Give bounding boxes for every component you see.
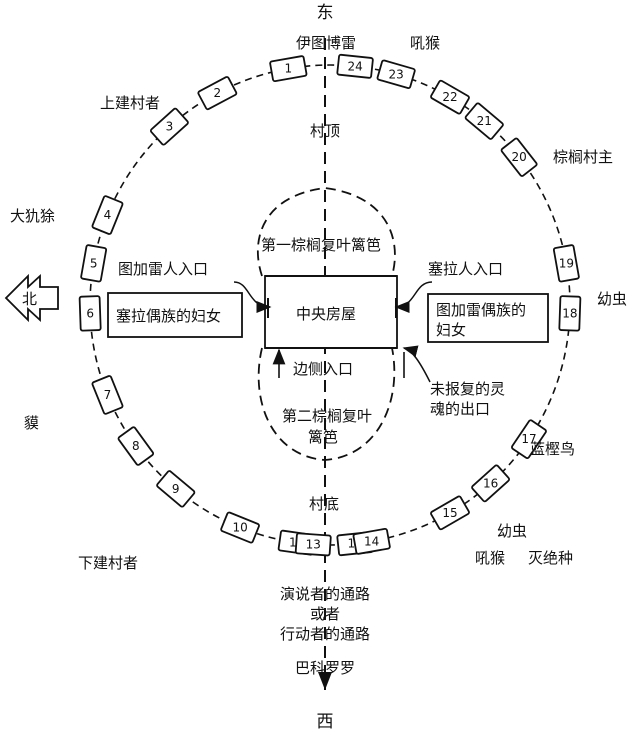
label-larva-bottom: 幼虫: [497, 522, 527, 540]
label-extinct: 灭绝种: [528, 549, 573, 567]
label-second-fence-line2: 篱笆: [308, 428, 338, 446]
label-saila-entry: 塞拉人入口: [428, 260, 503, 278]
hut-number: 21: [477, 114, 492, 128]
label-howler-bottom: 吼猴: [475, 549, 505, 567]
label-village-bottom: 村底: [309, 495, 339, 513]
hut-number: 17: [521, 432, 536, 446]
hut-15: 15: [430, 495, 470, 531]
hut-number: 8: [132, 439, 140, 453]
label-unavenged-line2: 魂的出口: [430, 400, 490, 418]
hut-number: 22: [442, 90, 457, 104]
label-village-top: 村顶: [310, 122, 340, 140]
saila-entry-arrow: [394, 281, 433, 313]
label-women-saila: 塞拉偶族的妇女: [116, 307, 221, 325]
hut-14: 14: [352, 527, 391, 555]
hut-number: 14: [364, 534, 379, 548]
hut-number: 16: [483, 476, 498, 490]
label-women-tuga-line2: 妇女: [436, 321, 466, 339]
hut-number: 13: [306, 537, 321, 551]
label-howler-top: 吼猴: [410, 34, 440, 52]
hut-4: 4: [91, 195, 124, 235]
label-women-tuga-line1: 图加雷偶族的: [436, 301, 526, 319]
label-larva-right: 幼虫: [597, 290, 627, 308]
label-central-house: 中央房屋: [296, 305, 356, 323]
hut-9: 9: [156, 470, 196, 508]
north-label: 北: [22, 290, 37, 308]
hut-number: 5: [90, 256, 98, 270]
east-label: 东: [317, 3, 334, 23]
hut-3: 3: [150, 107, 189, 146]
hut-16: 16: [471, 464, 510, 503]
axis-arrow-icon: [318, 672, 332, 690]
hut-number: 10: [232, 521, 247, 535]
hut-8: 8: [117, 426, 155, 466]
label-lower-village: 下建村者: [78, 554, 138, 572]
hut-7: 7: [91, 375, 124, 415]
label-first-fence: 第一棕榈复叶篱笆: [261, 236, 381, 254]
hut-19: 19: [552, 244, 580, 283]
label-bakororo: 巴科罗罗: [295, 659, 355, 677]
label-tapir: 貘: [24, 414, 39, 432]
north-arrow-icon: [4, 273, 59, 323]
hut-1: 1: [269, 55, 308, 83]
hut-number: 2: [214, 86, 222, 100]
hut-number: 6: [86, 306, 94, 320]
label-itubolei: 伊图博雷: [296, 34, 356, 52]
label-palm-chief: 棕榈村主: [553, 148, 613, 166]
hut-24: 24: [336, 53, 374, 79]
hut-6: 6: [78, 295, 102, 332]
hut-22: 22: [430, 79, 470, 115]
label-path-line1: 演说者的通路: [280, 585, 370, 603]
women-tuga-box: [427, 293, 549, 343]
label-blue-bird: 蓝樫鸟: [530, 440, 575, 458]
hut-18: 18: [558, 295, 582, 332]
hut-number: 3: [166, 120, 174, 134]
hut-2: 2: [197, 76, 238, 111]
first-palm-fence: [256, 187, 396, 277]
label-tuga-entry: 图加雷人入口: [118, 260, 208, 278]
unavenged-exit-arrow: [402, 345, 431, 383]
hut-23: 23: [376, 59, 416, 90]
hut-10: 10: [220, 511, 260, 544]
huts-ring: 123456789101112131415161718192021222324: [78, 53, 582, 557]
label-path-line3: 行动者的通路: [280, 625, 370, 643]
hut-13: 13: [294, 532, 332, 557]
hut-number: 15: [442, 506, 457, 520]
hut-number: 1: [285, 62, 293, 76]
central-house-box: [264, 275, 398, 349]
hut-20: 20: [500, 137, 538, 177]
label-upper-village: 上建村者: [100, 94, 160, 112]
hut-number: 4: [104, 208, 112, 222]
hut-17: 17: [511, 419, 547, 460]
hut-number: 23: [389, 67, 404, 81]
tuga-entry-arrow: [233, 281, 272, 313]
west-label: 西: [317, 712, 334, 731]
hut-number: 9: [172, 482, 180, 496]
second-palm-fence: [257, 347, 396, 461]
label-side-entry: 边侧入口: [293, 360, 353, 378]
label-big-armadillo: 大犰狳: [10, 207, 55, 225]
hut-number: 19: [559, 256, 574, 270]
label-second-fence-line1: 第二棕榈复叶: [282, 407, 372, 425]
hut-number: 18: [562, 306, 577, 320]
hut-21: 21: [464, 102, 504, 140]
label-unavenged-line1: 未报复的灵: [430, 380, 505, 398]
hut-number: 20: [511, 150, 526, 164]
hut-number: 24: [347, 59, 362, 73]
women-saila-box: [107, 292, 243, 338]
hut-number: 7: [104, 388, 112, 402]
label-path-line2: 或者: [310, 605, 340, 623]
hut-5: 5: [80, 244, 108, 283]
